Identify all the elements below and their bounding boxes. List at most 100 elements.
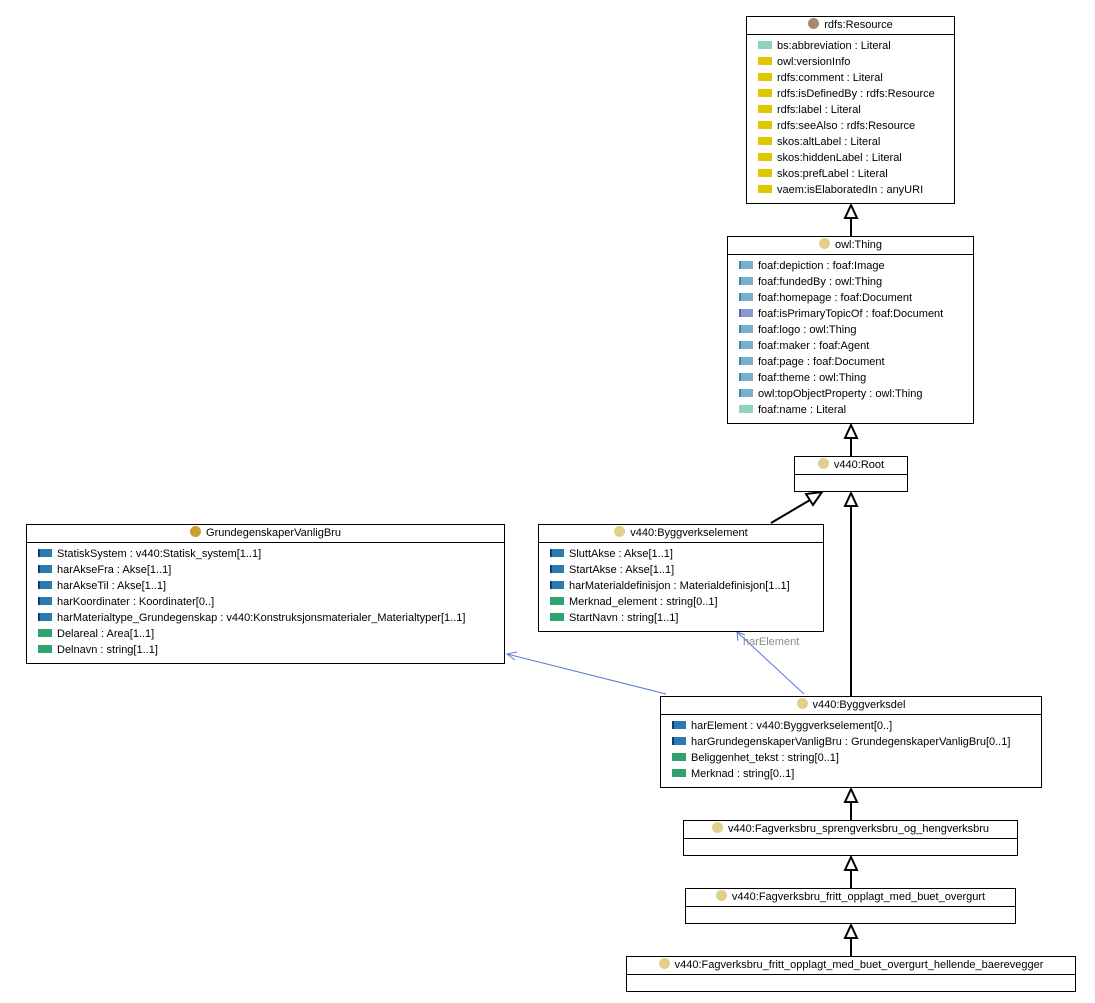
reference-icon [38,581,52,589]
attribute-item[interactable]: harMaterialtype_Grundegenskap : v440:Kon… [38,610,504,626]
class-icon [818,238,830,249]
class-v440-fagverksbru-fritt-opplagt[interactable]: v440:Fagverksbru_fritt_opplagt_med_buet_… [685,888,1016,924]
attribute-item[interactable]: rdfs:isDefinedBy : rdfs:Resource [758,86,954,102]
class-icon [711,822,723,833]
class-grundegenskaper-vanlig-bru[interactable]: GrundegenskaperVanligBru StatiskSystem :… [26,524,505,664]
attribute-item[interactable]: foaf:depiction : foaf:Image [739,258,973,274]
attribute-item[interactable]: Delareal : Area[1..1] [38,626,504,642]
association-label-harelement: harElement [743,636,800,648]
datatype-icon [672,769,686,777]
association-arrowhead [505,651,518,661]
class-v440-byggverkselement[interactable]: v440:Byggverkselement SluttAkse : Akse[1… [538,524,824,632]
attribute-list: bs:abbreviation : Literal owl:versionInf… [747,35,954,200]
class-v440-byggverksdel[interactable]: v440:Byggverksdel harElement : v440:Bygg… [660,696,1042,788]
attribute-item[interactable]: harAkseFra : Akse[1..1] [38,562,504,578]
attribute-item[interactable]: harAkseTil : Akse[1..1] [38,578,504,594]
datatype-icon [38,629,52,637]
association-line [506,653,667,695]
attribute-item[interactable]: foaf:maker : foaf:Agent [739,338,973,354]
reference-icon [550,581,564,589]
attribute-item[interactable]: Beliggenhet_tekst : string[0..1] [672,750,1041,766]
attribute-item[interactable]: skos:hiddenLabel : Literal [758,150,954,166]
annotation-icon [758,121,772,129]
object-property-icon [739,373,753,381]
attribute-item[interactable]: Merknad : string[0..1] [672,766,1041,782]
class-v440-fagverksbru-hellende-baerevegger[interactable]: v440:Fagverksbru_fritt_opplagt_med_buet_… [626,956,1076,992]
generalization-arrowhead [843,422,859,439]
attribute-list: foaf:depiction : foaf:Image foaf:fundedB… [728,255,973,420]
class-title: v440:Fagverksbru_fritt_opplagt_med_buet_… [731,891,986,903]
attribute-item[interactable]: owl:versionInfo [758,54,954,70]
object-property-icon [739,357,753,365]
annotation-icon [758,169,772,177]
attribute-list: harElement : v440:Byggverkselement[0..] … [661,715,1041,784]
annotation-icon [758,105,772,113]
object-property-icon [739,341,753,349]
association-line [736,631,805,695]
attribute-item[interactable]: Delnavn : string[1..1] [38,642,504,658]
class-header: GrundegenskaperVanligBru [27,525,504,543]
attribute-item[interactable]: foaf:homepage : foaf:Document [739,290,973,306]
annotation-icon [758,89,772,97]
annotation-icon [758,57,772,65]
object-property-icon [739,277,753,285]
annotation-icon [758,185,772,193]
reference-icon [672,737,686,745]
object-property-icon [739,389,753,397]
class-title: v440:Root [833,459,885,471]
reference-icon [38,613,52,621]
class-title: v440:Byggverkselement [630,527,748,539]
class-icon [658,958,670,969]
class-rdfs-resource[interactable]: rdfs:Resource bs:abbreviation : Literal … [746,16,955,204]
attribute-item[interactable]: foaf:fundedBy : owl:Thing [739,274,973,290]
attribute-item[interactable]: foaf:isPrimaryTopicOf : foaf:Document [739,306,973,322]
class-header: rdfs:Resource [747,17,954,35]
datatype-icon [672,753,686,761]
reference-icon [38,565,52,573]
class-icon [796,698,808,709]
object-property-icon [739,325,753,333]
attribute-item[interactable]: StartNavn : string[1..1] [550,610,823,626]
class-title: GrundegenskaperVanligBru [206,527,341,539]
attribute-item[interactable]: SluttAkse : Akse[1..1] [550,546,823,562]
reference-icon [38,549,52,557]
attribute-item[interactable]: rdfs:label : Literal [758,102,954,118]
attribute-item[interactable]: StartAkse : Akse[1..1] [550,562,823,578]
class-icon [817,458,829,469]
attribute-item[interactable]: skos:prefLabel : Literal [758,166,954,182]
attribute-item[interactable]: owl:topObjectProperty : owl:Thing [739,386,973,402]
class-title: rdfs:Resource [824,19,893,31]
attribute-item[interactable]: StatiskSystem : v440:Statisk_system[1..1… [38,546,504,562]
attribute-item[interactable]: skos:altLabel : Literal [758,134,954,150]
class-header: v440:Fagverksbru_fritt_opplagt_med_buet_… [686,889,1015,907]
attribute-item[interactable]: harGrundegenskaperVanligBru : Grundegens… [672,734,1041,750]
generalization-arrowhead [843,854,859,871]
class-v440-root[interactable]: v440:Root [794,456,908,492]
attribute-item[interactable]: harKoordinater : Koordinater[0..] [38,594,504,610]
attribute-item[interactable]: rdfs:seeAlso : rdfs:Resource [758,118,954,134]
class-title: v440:Byggverksdel [812,699,906,711]
reference-icon [550,549,564,557]
attribute-item[interactable]: rdfs:comment : Literal [758,70,954,86]
annotation-icon [758,137,772,145]
attribute-item[interactable]: foaf:page : foaf:Document [739,354,973,370]
attribute-item[interactable]: foaf:theme : owl:Thing [739,370,973,386]
class-header: v440:Byggverkselement [539,525,823,543]
generalization-arrowhead [843,490,859,507]
attribute-item[interactable]: foaf:name : Literal [739,402,973,418]
attribute-list: StatiskSystem : v440:Statisk_system[1..1… [27,543,504,660]
class-icon [190,526,202,537]
attribute-item[interactable]: foaf:logo : owl:Thing [739,322,973,338]
attribute-list: SluttAkse : Akse[1..1] StartAkse : Akse[… [539,543,823,628]
reference-icon [550,565,564,573]
class-icon [715,890,727,901]
attribute-item[interactable]: harElement : v440:Byggverkselement[0..] [672,718,1041,734]
attribute-item[interactable]: bs:abbreviation : Literal [758,38,954,54]
class-header: v440:Fagverksbru_fritt_opplagt_med_buet_… [627,957,1075,975]
attribute-item[interactable]: vaem:isElaboratedIn : anyURI [758,182,954,198]
class-v440-fagverksbru-sprengverksbru[interactable]: v440:Fagverksbru_sprengverksbru_og_hengv… [683,820,1018,856]
attribute-item[interactable]: harMaterialdefinisjon : Materialdefinisj… [550,578,823,594]
class-owl-thing[interactable]: owl:Thing foaf:depiction : foaf:Image fo… [727,236,974,424]
attribute-item[interactable]: Merknad_element : string[0..1] [550,594,823,610]
datatype-icon [550,597,564,605]
